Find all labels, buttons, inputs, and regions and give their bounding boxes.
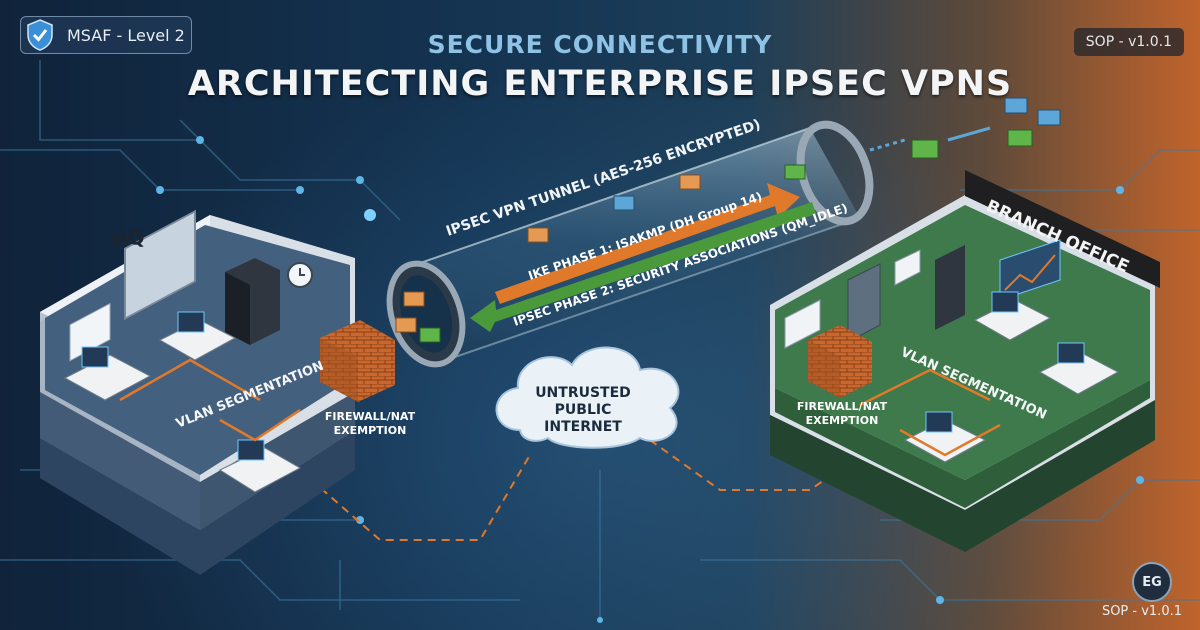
branch-firewall-label-2: EXEMPTION bbox=[806, 414, 879, 427]
badge-label: MSAF - Level 2 bbox=[67, 25, 185, 45]
company-logo-icon: EG bbox=[1132, 562, 1172, 602]
cloud-label-line1: UNTRUSTED PUBLIC bbox=[535, 385, 631, 418]
outgoing-packets bbox=[869, 97, 1061, 159]
branch-room bbox=[770, 170, 1160, 552]
internet-route bbox=[299, 439, 861, 541]
vpn-tunnel bbox=[386, 97, 1061, 368]
branch-firewall-label: FIREWALL/NAT bbox=[797, 400, 888, 413]
hq-label: HQ bbox=[109, 224, 146, 252]
page-title: ARCHITECTING ENTERPRISE IPSEC VPNS bbox=[187, 64, 1013, 104]
msaf-badge: MSAF - Level 2 bbox=[20, 16, 192, 54]
cloud-label-line2: INTERNET bbox=[544, 419, 622, 435]
shield-check-icon bbox=[27, 19, 53, 51]
version-tag-bottom: SOP - v1.0.1 bbox=[1101, 604, 1182, 619]
page-kicker: SECURE CONNECTIVITY bbox=[427, 30, 773, 59]
version-tag-top: SOP - v1.0.1 bbox=[1073, 28, 1184, 56]
cloud-label: UNTRUSTED PUBLIC INTERNET bbox=[508, 385, 658, 436]
hq-firewall-label: FIREWALL/NAT bbox=[325, 410, 416, 423]
internet-cloud bbox=[495, 346, 680, 449]
hq-firewall-label-2: EXEMPTION bbox=[334, 424, 407, 437]
hq-room bbox=[40, 209, 395, 575]
packet-envelopes bbox=[395, 164, 806, 343]
